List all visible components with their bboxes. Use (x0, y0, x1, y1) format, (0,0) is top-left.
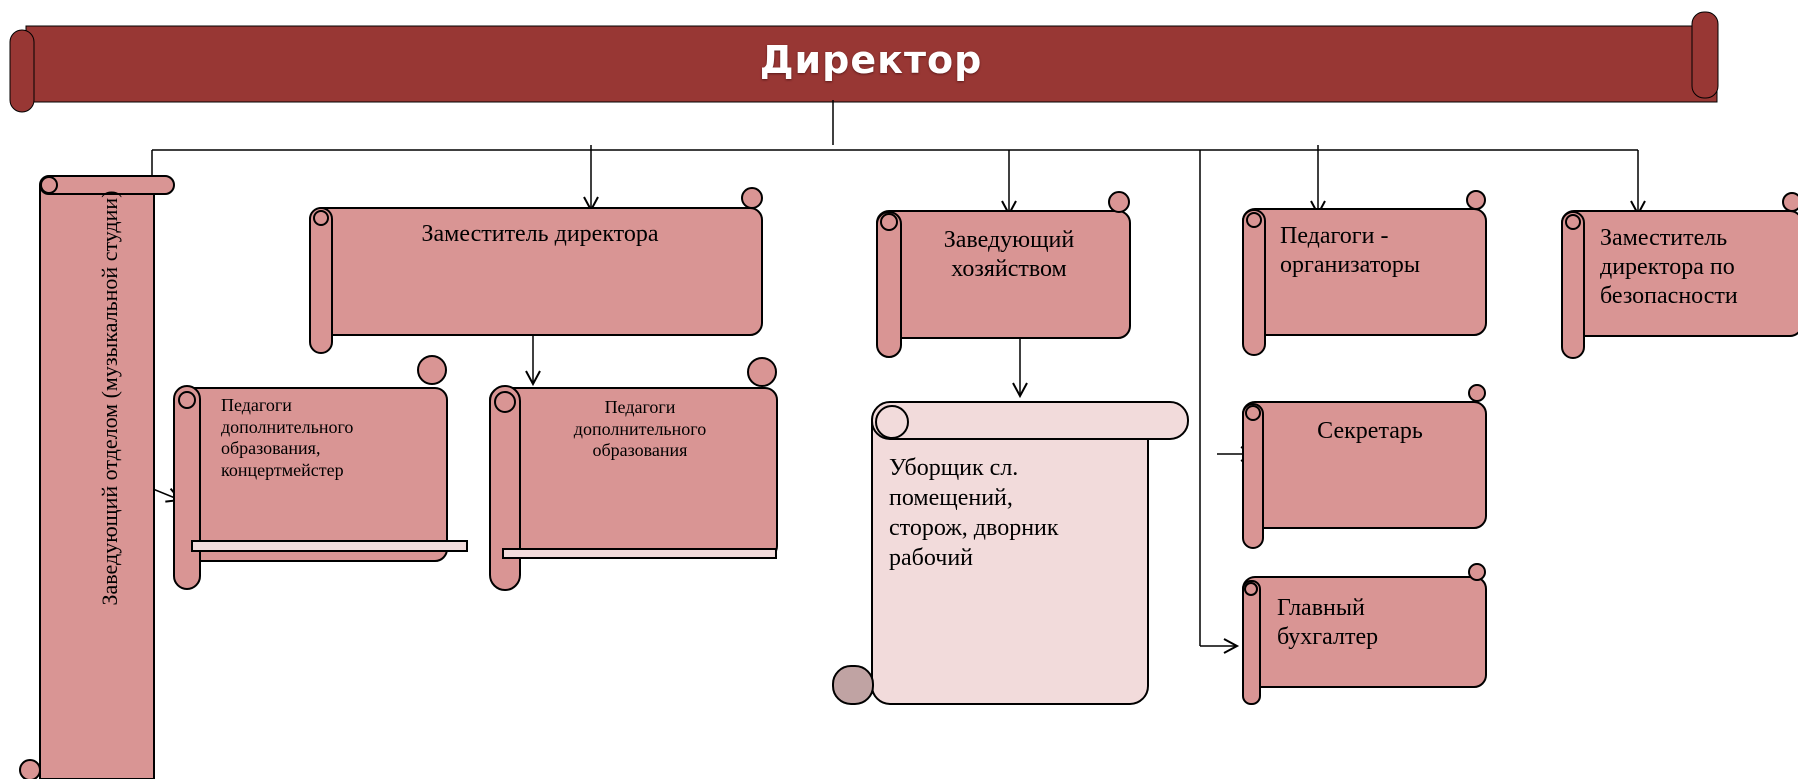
scroll-accountant (1242, 563, 1487, 705)
housekeeper-label: Заведующий хозяйством (943, 227, 1075, 282)
security-label: Заместитель директора по безопасности (1600, 225, 1738, 309)
scroll-music-head (19, 175, 175, 779)
cleaners-label: Уборщик сл. помещений, сторож, дворник р… (889, 455, 1059, 571)
director-banner (9, 11, 1719, 113)
scroll-cleaners (832, 401, 1189, 705)
scroll-ped-add (489, 357, 778, 591)
scroll-organizers (1242, 190, 1487, 356)
scroll-security (1561, 192, 1798, 359)
scroll-deputy (309, 187, 763, 354)
director-title: Директор (759, 38, 983, 82)
ped-add-label: Педагоги дополнительного образования (573, 397, 707, 461)
scroll-ped-acc (173, 355, 468, 590)
accountant-label: Главный бухгалтер (1277, 595, 1379, 650)
ped-acc-label: Педагоги дополнительного образования, ко… (221, 395, 354, 480)
music-head-label: Заведующий отделом (музыкальной студии) (97, 190, 122, 606)
deputy-label: Заместитель директора (421, 221, 659, 247)
secretary-label: Секретарь (1317, 418, 1423, 444)
scroll-housekeeper (876, 191, 1131, 358)
organizers-label: Педагоги - организаторы (1280, 223, 1420, 278)
scroll-secretary (1242, 384, 1487, 549)
